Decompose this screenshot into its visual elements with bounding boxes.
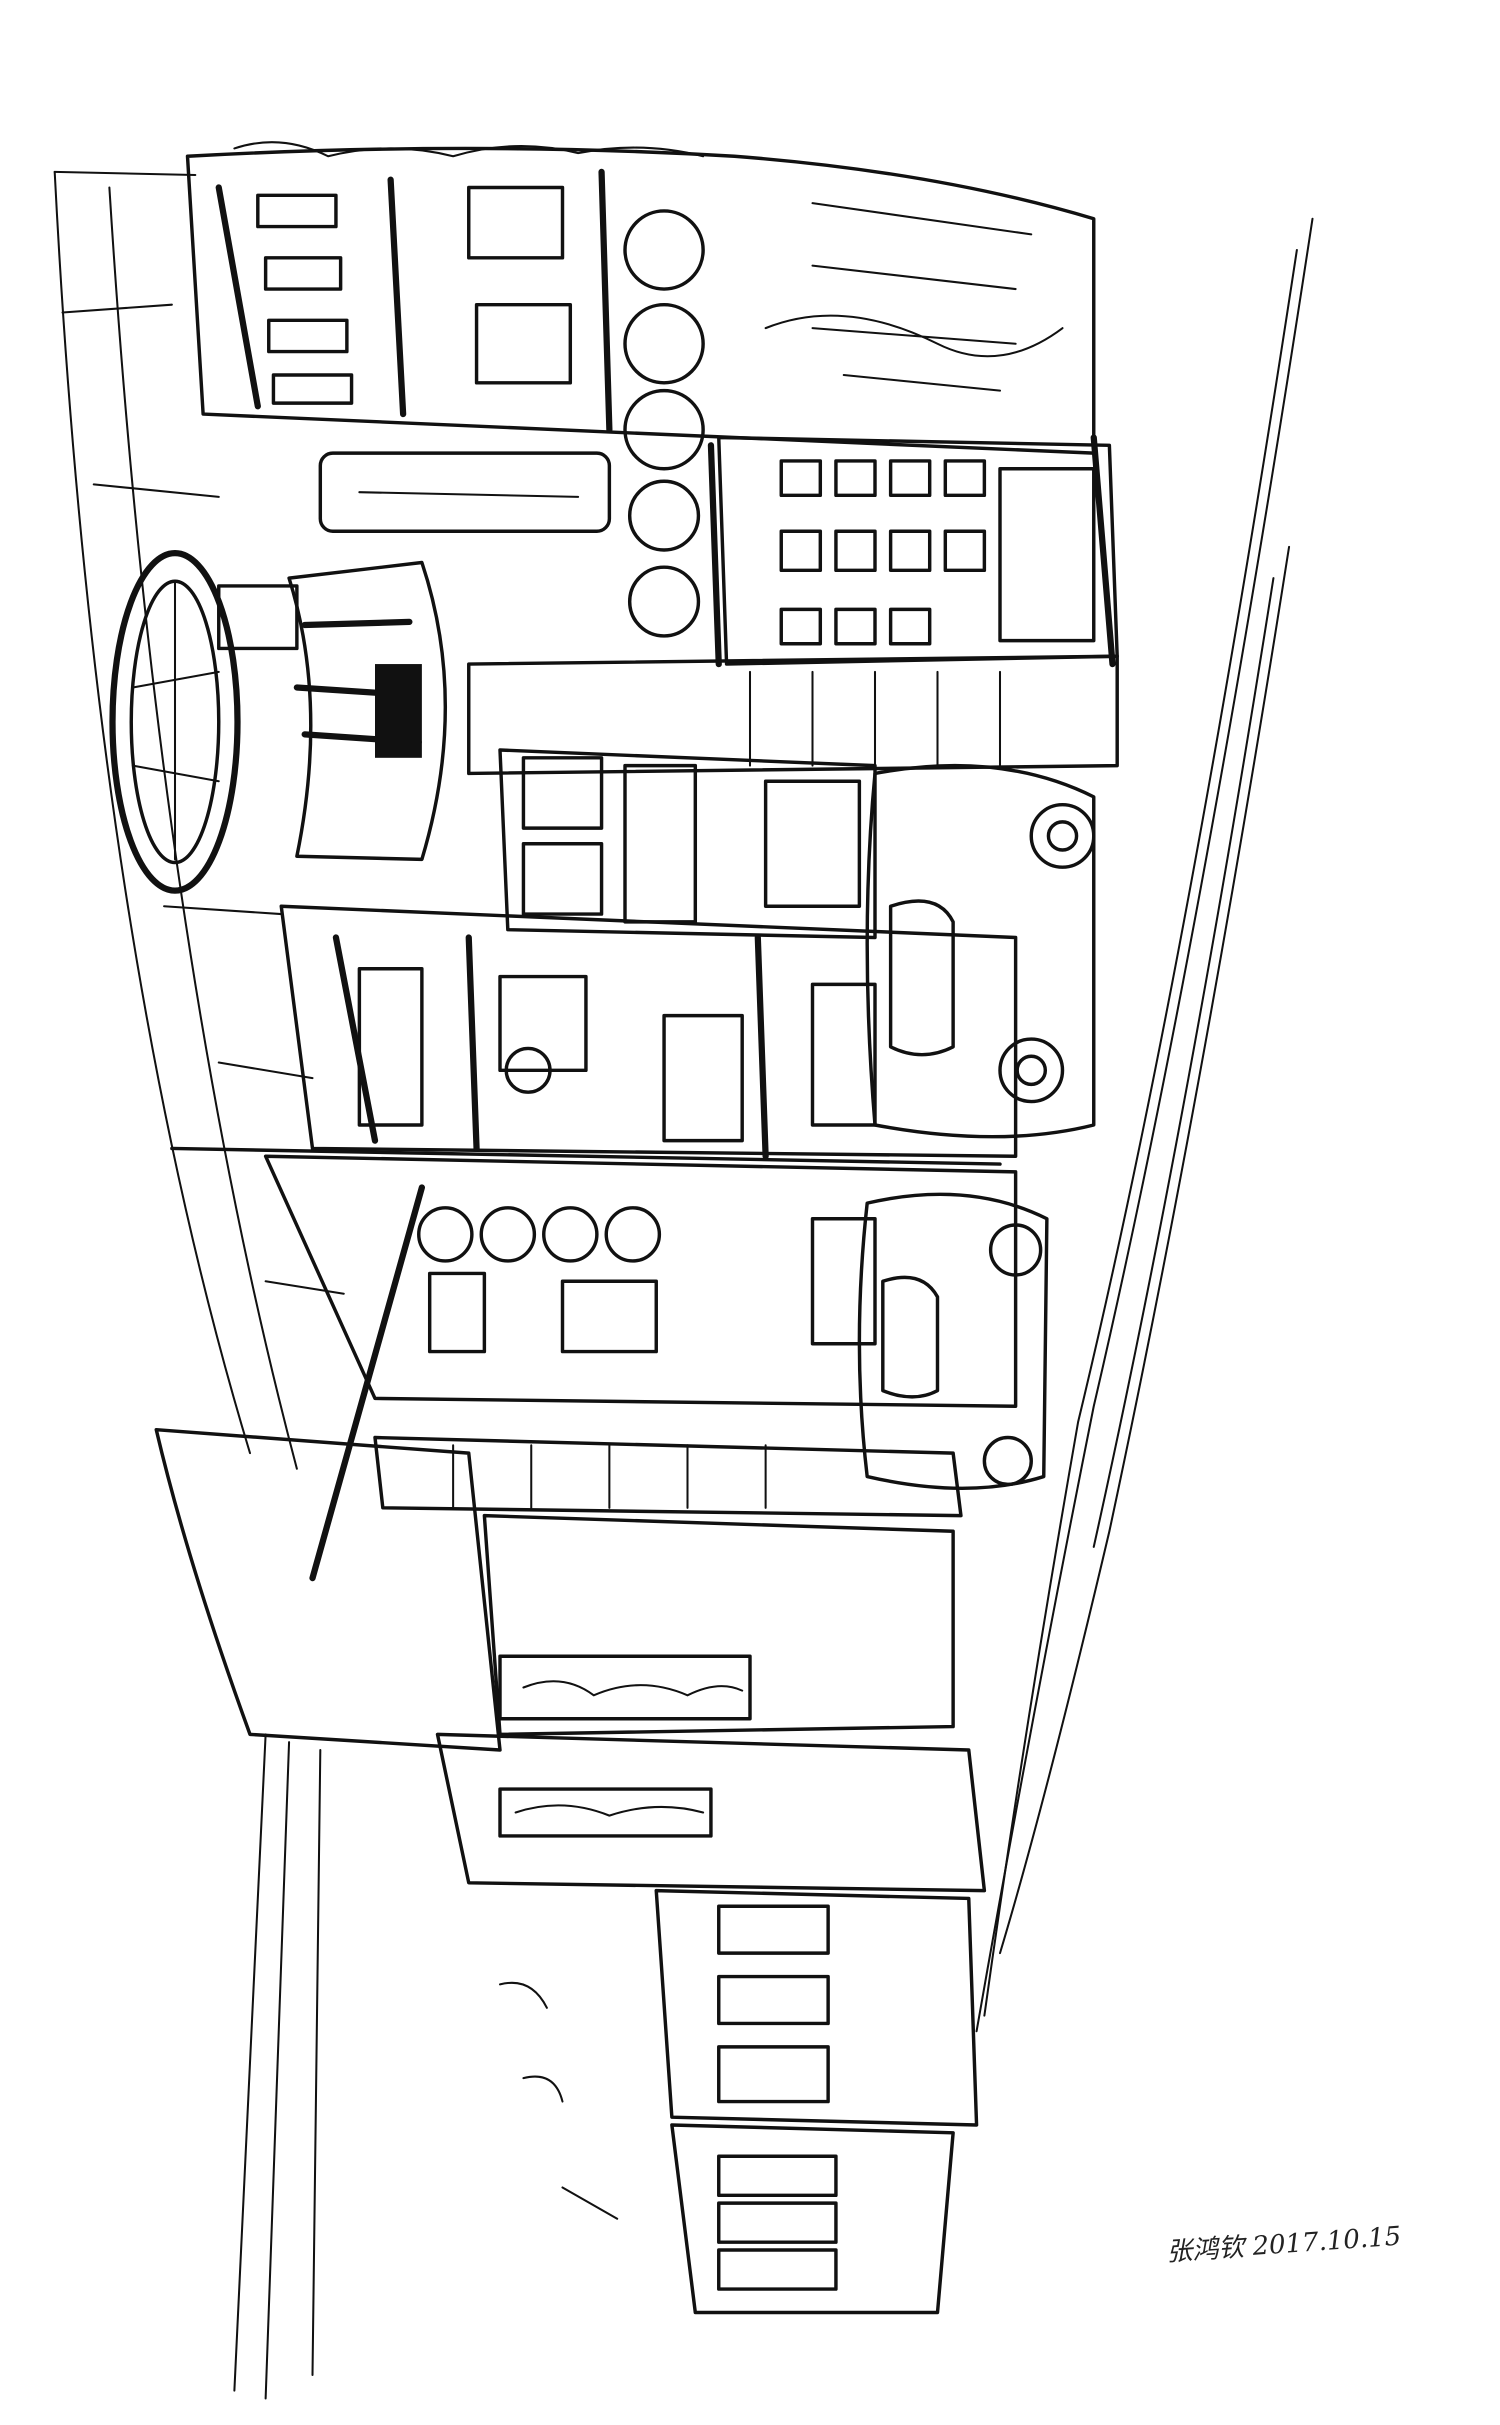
building-top bbox=[185, 141, 1096, 638]
street-curb-lines bbox=[975, 217, 1314, 2033]
hanging-sign bbox=[318, 451, 612, 533]
building-lower bbox=[170, 1146, 1018, 1582]
building-right bbox=[707, 434, 1119, 668]
overhead-wires bbox=[53, 170, 345, 1470]
awning bbox=[467, 654, 1119, 776]
building-middle bbox=[279, 748, 1018, 1160]
building-bottom bbox=[154, 1427, 987, 2400]
taxi-car-1 bbox=[865, 763, 1096, 1139]
round-signs bbox=[623, 209, 705, 638]
round-billboard bbox=[109, 550, 448, 894]
taxi-car-2 bbox=[857, 1192, 1049, 1490]
